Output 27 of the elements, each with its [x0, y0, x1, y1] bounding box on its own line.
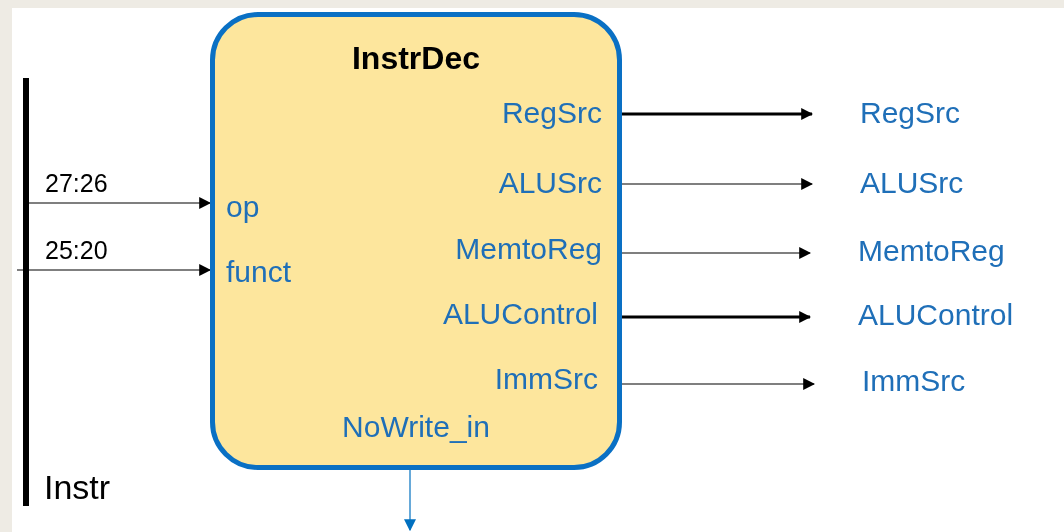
bus-label: Instr	[44, 470, 111, 504]
signal-label: ALUSrc	[860, 168, 964, 198]
port-label: NoWrite_in	[341, 412, 491, 442]
arrow	[621, 247, 812, 259]
arrow	[404, 469, 416, 532]
arrow	[28, 197, 212, 209]
edge-label: 25:20	[45, 238, 108, 263]
port-label: op	[226, 192, 260, 222]
port-label: RegSrc	[501, 98, 602, 128]
edge-label: 27:26	[45, 171, 108, 196]
port-label: ImmSrc	[494, 364, 598, 394]
signal-label: MemtoReg	[858, 236, 1005, 266]
port-label: funct	[226, 257, 292, 287]
arrow	[16, 264, 212, 276]
decoder-block	[210, 12, 622, 470]
signal-label: RegSrc	[860, 98, 961, 128]
arrow	[622, 108, 814, 120]
arrow	[621, 178, 814, 190]
block-title: InstrDec	[350, 42, 481, 74]
port-label: MemtoReg	[455, 234, 602, 264]
signal-label: ALUControl	[858, 300, 1014, 330]
arrow	[621, 378, 816, 390]
bus-bar	[23, 78, 29, 506]
port-label: ALUSrc	[498, 168, 602, 198]
arrow	[622, 311, 812, 323]
signal-label: ImmSrc	[862, 366, 966, 396]
port-label: ALUControl	[442, 299, 598, 329]
